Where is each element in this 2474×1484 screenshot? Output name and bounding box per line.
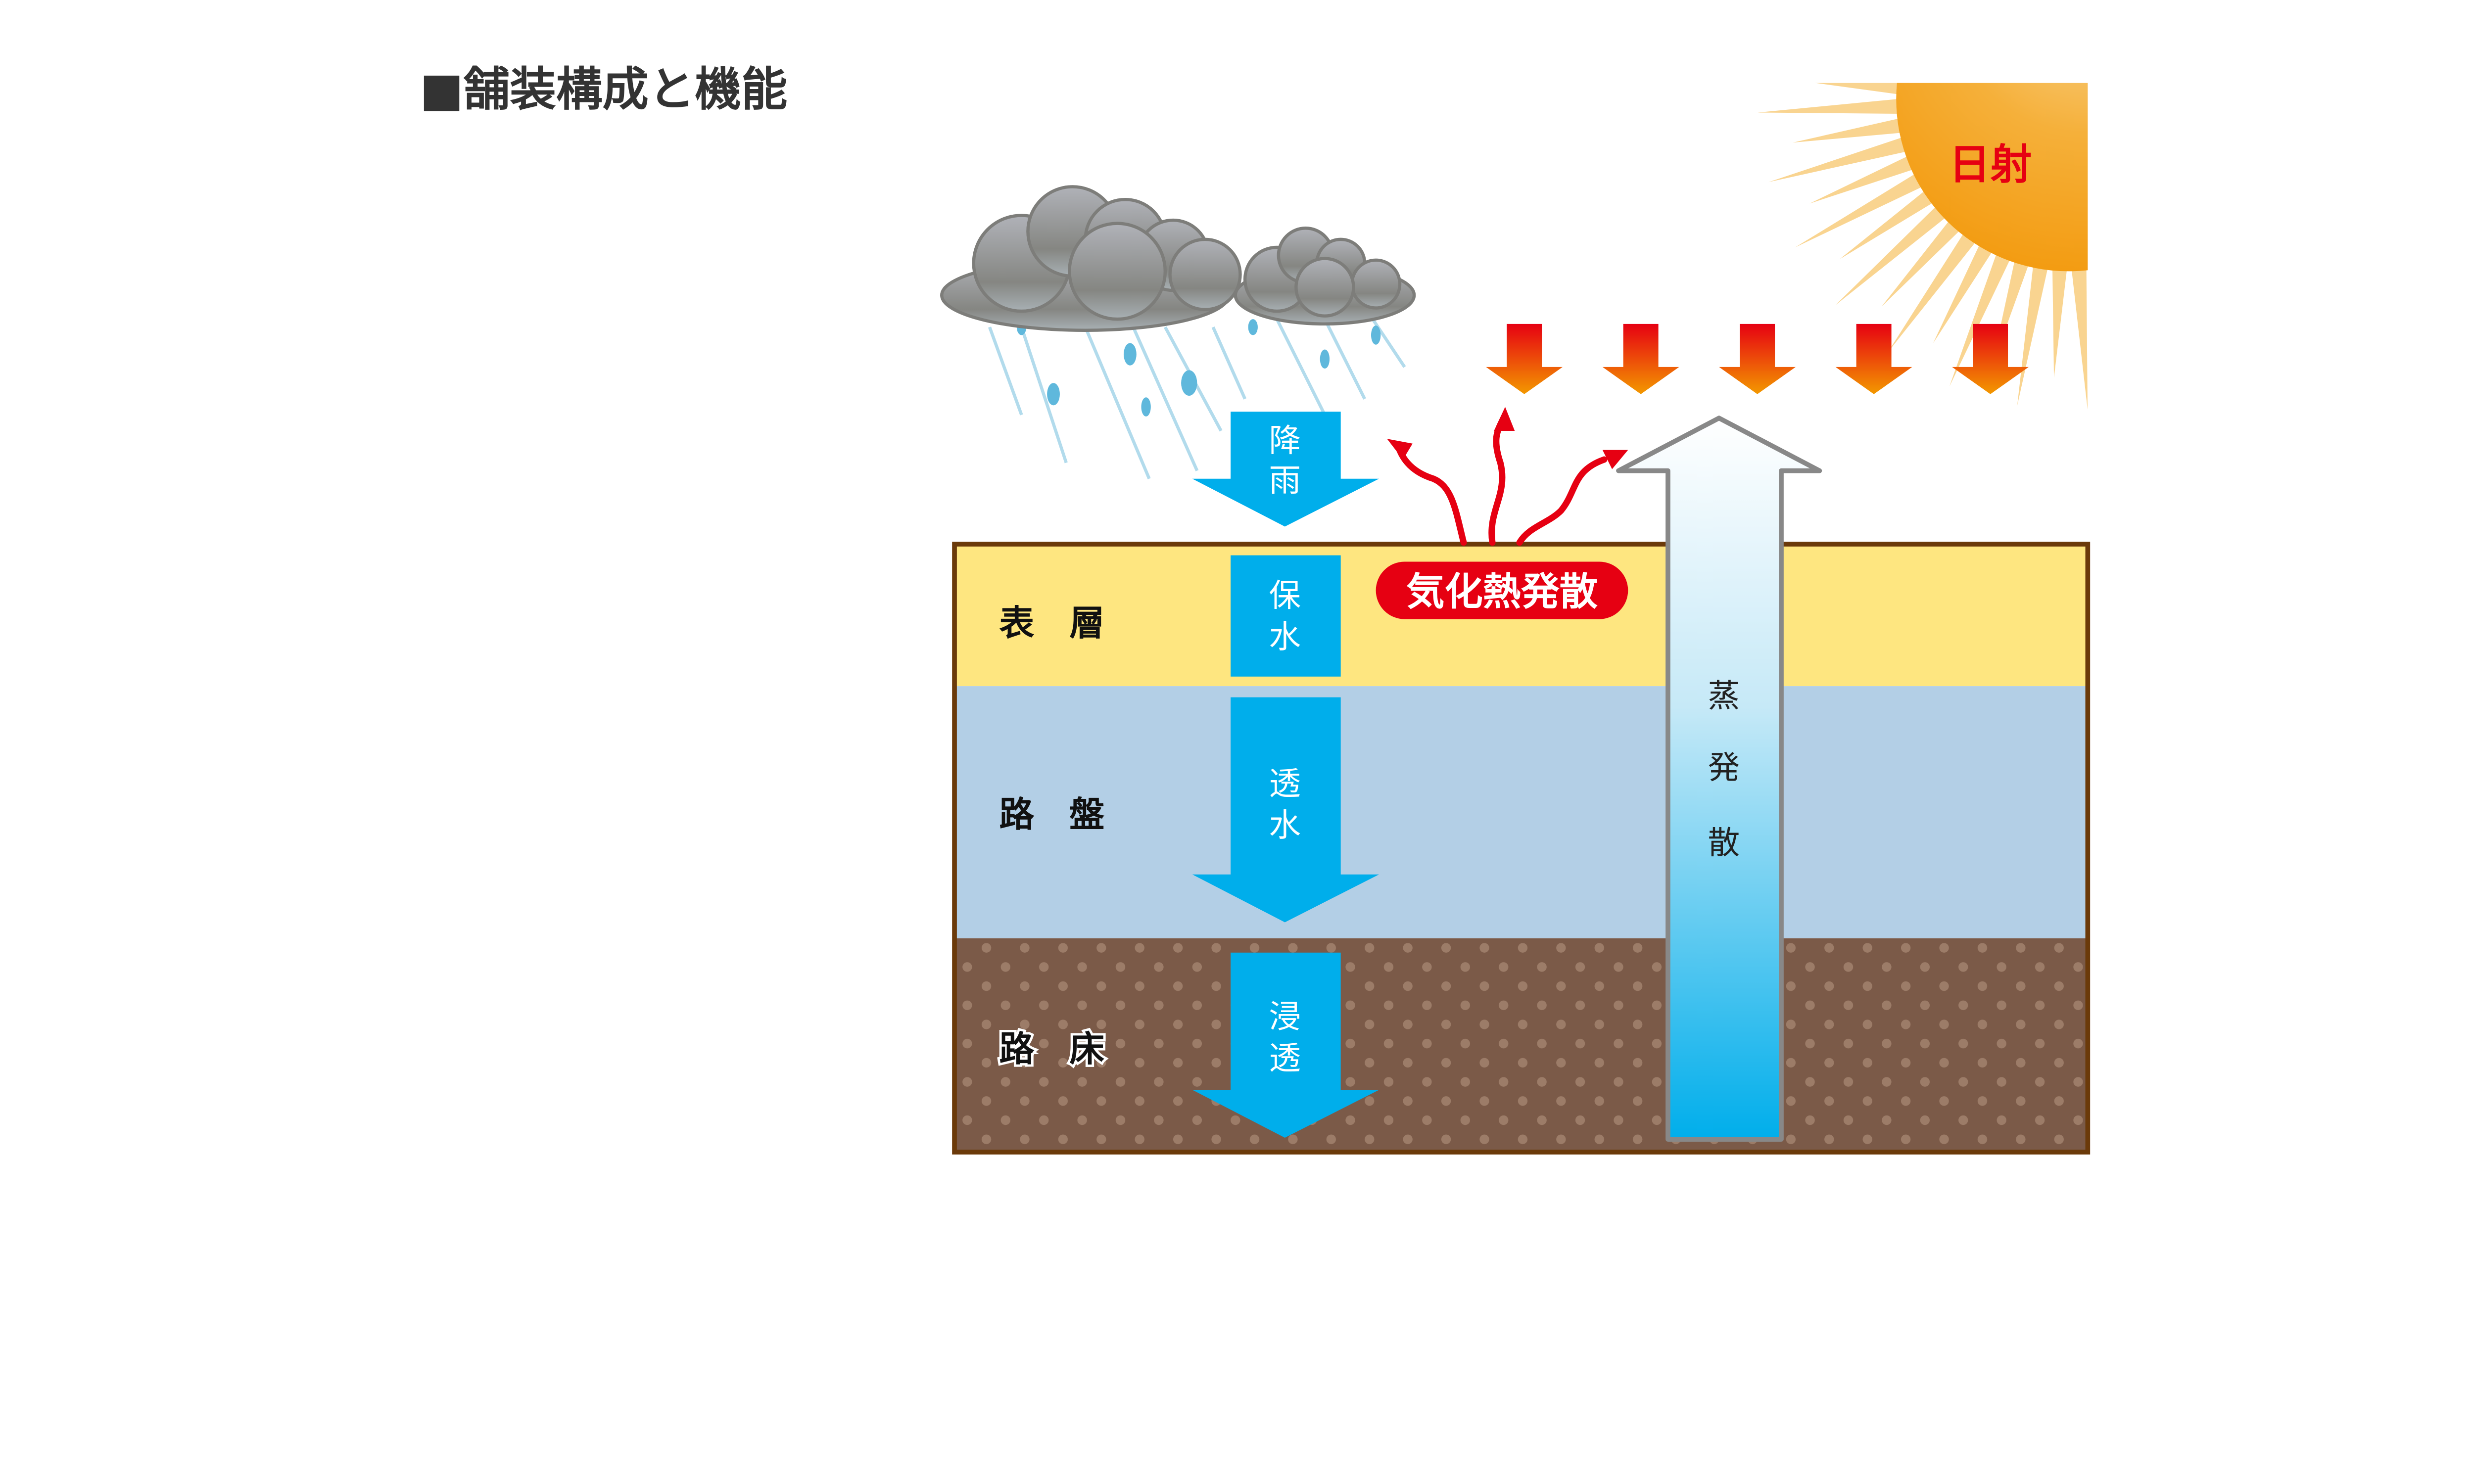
water-flow-arrows xyxy=(1192,412,1380,1138)
rain-label-2: 雨 xyxy=(1269,463,1301,500)
solar-radiation-arrows xyxy=(1486,324,2029,394)
sun-ray xyxy=(1768,134,1917,183)
sun-ray xyxy=(1802,17,1918,60)
sun-ray xyxy=(1762,42,1913,78)
page-title: ■舗装構成と機能 xyxy=(420,63,787,117)
rain-label-1: 降 xyxy=(1269,422,1301,460)
sun-ray xyxy=(1809,151,1924,204)
sun-ray xyxy=(1933,234,1998,343)
latent-heat-badge xyxy=(1376,561,1628,619)
sun-ray xyxy=(1758,97,1910,114)
sun-ray xyxy=(1949,243,2015,387)
base-layer-label: 路 盤 xyxy=(999,794,1104,835)
sun-ray xyxy=(1888,224,1983,353)
evaporation-arrow xyxy=(1616,416,1822,1142)
heat-arrowheads xyxy=(1387,407,1628,469)
retain-label-1: 保 xyxy=(1269,577,1301,614)
solar-arrow xyxy=(1602,324,1679,394)
permeate-arrow xyxy=(1192,697,1380,923)
solar-arrow xyxy=(1719,324,1796,394)
permeate-label-1: 透 xyxy=(1269,765,1301,802)
rain-arrow xyxy=(1192,412,1380,527)
infiltrate-label-2: 透 xyxy=(1269,1040,1301,1077)
solar-arrow xyxy=(1486,324,1563,394)
infiltrate-arrow xyxy=(1192,952,1380,1138)
retain-block xyxy=(1231,555,1341,677)
sun-icon xyxy=(1758,17,2117,410)
evaporation-label-1: 蒸 xyxy=(1708,678,1740,715)
sun-ray xyxy=(2089,254,2117,373)
heat-release-arrows xyxy=(1395,415,1608,546)
solar-arrow xyxy=(1952,324,2029,394)
infiltrate-label-1: 浸 xyxy=(1269,998,1301,1035)
sun-ray xyxy=(1793,116,1912,143)
subgrade-layer-label: 路 床 xyxy=(999,1028,1104,1069)
sun-ray xyxy=(2052,257,2068,378)
solar-arrow xyxy=(1835,324,1912,394)
sun-ray xyxy=(1835,198,1955,305)
evaporation-label-3: 散 xyxy=(1708,825,1740,862)
sun-ray xyxy=(2070,257,2088,410)
base-layer xyxy=(954,686,2088,938)
sun-ray xyxy=(1840,184,1943,259)
latent-heat-label: 気化熱発散 xyxy=(1406,570,1598,614)
sun-ray xyxy=(1795,168,1933,248)
permeate-label-2: 水 xyxy=(1269,807,1301,844)
rain-cloud-icon xyxy=(940,185,1416,479)
evaporation-label-2: 発 xyxy=(1708,749,1740,787)
pavement-cross-section xyxy=(952,542,2091,1155)
surface-layer-label: 表 層 xyxy=(999,603,1104,644)
pavement-diagram: ■舗装構成と機能 日射 xyxy=(420,17,2117,1155)
sun-ray xyxy=(1815,83,1910,96)
sun-ray xyxy=(1881,212,1968,307)
sun-label: 日射 xyxy=(1949,140,2032,188)
retain-label-2: 水 xyxy=(1269,619,1301,656)
